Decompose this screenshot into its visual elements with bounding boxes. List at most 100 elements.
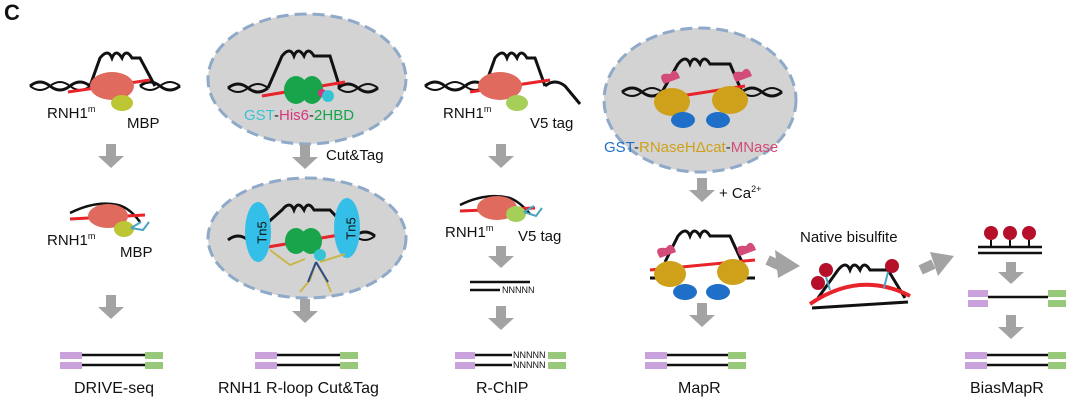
nnnnn-intermediate: NNNNN (502, 285, 535, 295)
rnase-domain-right (712, 86, 748, 114)
mnase-domain-left (661, 70, 680, 84)
hbd-domain (284, 76, 308, 104)
drive-seq-column (29, 51, 181, 369)
gst-domain-right (706, 112, 730, 128)
cuttag-arrow-1 (292, 145, 318, 169)
methyl-group-1 (819, 263, 833, 277)
rnh1-superscript: m (87, 104, 96, 114)
rnh1-label-bound: RNH1m (47, 231, 96, 249)
secondary-antibody (269, 249, 346, 293)
cuttag-library (255, 352, 358, 369)
tn5-left-label: Tn5 (254, 221, 270, 244)
mbp-tag (111, 95, 133, 111)
rchip-title: R-ChIP (476, 380, 529, 397)
gst-domain-left (671, 112, 695, 128)
mapr-fusion-part-4: MNase (730, 139, 779, 156)
rnh1-text-rchip: RNH1 (443, 105, 484, 122)
methyl-group-2 (811, 276, 825, 290)
methyl-top-1 (984, 226, 998, 240)
rchip-arrow-3 (488, 306, 514, 330)
drive-seq-library (60, 352, 163, 369)
cuttag-fusion-part-3: - (309, 107, 315, 124)
rchip-intermediate (470, 280, 530, 292)
gst-tag-bound (314, 249, 326, 261)
mapr-fusion-part-1: - (634, 139, 640, 156)
anti-v5-antibody (523, 205, 543, 218)
rnh1-protein (90, 72, 134, 100)
rchip-arrow-1 (488, 144, 514, 168)
rnh1-protein-rchip (478, 72, 522, 100)
cuttag-fusion-part-4: 2HBD (314, 107, 355, 124)
mapr-to-bisulfite-arrow (765, 250, 800, 278)
cuttag-step-label: Cut&Tag (326, 147, 384, 164)
rnh1-label-rchip: RNH1m (443, 104, 492, 122)
biasmapr-library (965, 352, 1066, 369)
ca-superscript: 2+ (751, 184, 762, 194)
v5-tag (506, 95, 528, 111)
rnase-domain-left-bound (654, 261, 686, 287)
mapr-fusion-part-3: - (725, 139, 731, 156)
methyl-top-2 (1003, 226, 1017, 240)
rnh1-superscript-rchip-bound: m (485, 223, 494, 233)
rnh1-label: RNH1m (47, 104, 96, 122)
ca-step-label: + Ca2+ (719, 184, 762, 202)
v5-tag-label-bound: V5 tag (518, 228, 562, 245)
rnh1-protein-bound (88, 204, 128, 228)
mapr-title: MapR (678, 380, 721, 397)
anti-mbp-antibody (130, 221, 150, 232)
mapr-arrow-2 (689, 303, 715, 327)
rnh1-superscript-rchip: m (483, 104, 492, 114)
nucleus-3 (602, 26, 798, 174)
tn5-left (245, 202, 271, 262)
cuttag-column (206, 12, 408, 369)
mnase-domain-left-bound (657, 244, 676, 258)
gst-domain-left-bound (673, 284, 697, 300)
mapr-column (602, 26, 798, 369)
bisulfite-to-biasmapr-arrow (918, 252, 954, 276)
mbp-label: MBP (127, 115, 160, 132)
biasmapr-arrow-1 (998, 262, 1024, 284)
bisulfite-rloop (808, 259, 911, 310)
mapr-fusion-part-0: GST (604, 139, 635, 156)
cuttag-fusion-part-2: His6 (279, 107, 310, 124)
cuttag-fusion-part-0: GST (244, 107, 275, 124)
biasmapr-column (965, 226, 1066, 369)
mnase-domain-right-bound (737, 242, 756, 256)
methyl-group-3 (885, 259, 899, 273)
v5-tag-label: V5 tag (530, 115, 574, 132)
ca-text: + Ca (719, 185, 752, 202)
biasmapr-title: BiasMapR (970, 380, 1044, 397)
panel-letter: C (4, 0, 20, 25)
drive-seq-arrow-1 (98, 144, 124, 168)
tn5-right (334, 198, 360, 258)
rnh1-superscript-bound: m (87, 231, 96, 241)
cuttag-arrow-2 (292, 299, 318, 323)
biasmapr-arrow-2 (998, 315, 1024, 339)
mnase-domain-right (733, 68, 752, 82)
mapr-arrow-1 (689, 178, 715, 202)
cuttag-title: RNH1 R-loop Cut&Tag (218, 380, 379, 397)
rnh1-text-rchip-bound: RNH1 (445, 224, 486, 241)
rnh1-text: RNH1 (47, 105, 88, 122)
rnh1-text-bound: RNH1 (47, 232, 88, 249)
mapr-fusion-part-2: RNaseHΔcat (639, 139, 726, 156)
cuttag-fusion-label: GST-His6-2HBD (244, 108, 354, 123)
mapr-rloop (621, 57, 783, 102)
primary-antibody (307, 261, 329, 283)
nnnnn-bottom: NNNNN (513, 360, 546, 370)
methyl-top-3 (1022, 226, 1036, 240)
gst-tag (322, 90, 334, 102)
tn5-right-label: Tn5 (343, 217, 359, 240)
nnnnn-top: NNNNN (513, 350, 546, 360)
mapr-fusion-label: GST-RNaseHΔcat-MNase (604, 140, 778, 155)
mbp-tag-bound (114, 221, 134, 237)
drive-seq-arrow-2 (98, 295, 124, 319)
rnase-domain-left (654, 88, 690, 116)
rnase-domain-right-bound (717, 259, 749, 285)
native-bisulfite-label: Native bisulfite (800, 229, 898, 246)
gst-domain-right-bound (706, 284, 730, 300)
hbd-domain-2 (301, 76, 323, 104)
rchip-library (455, 352, 566, 369)
rchip-arrow-2 (488, 246, 514, 268)
